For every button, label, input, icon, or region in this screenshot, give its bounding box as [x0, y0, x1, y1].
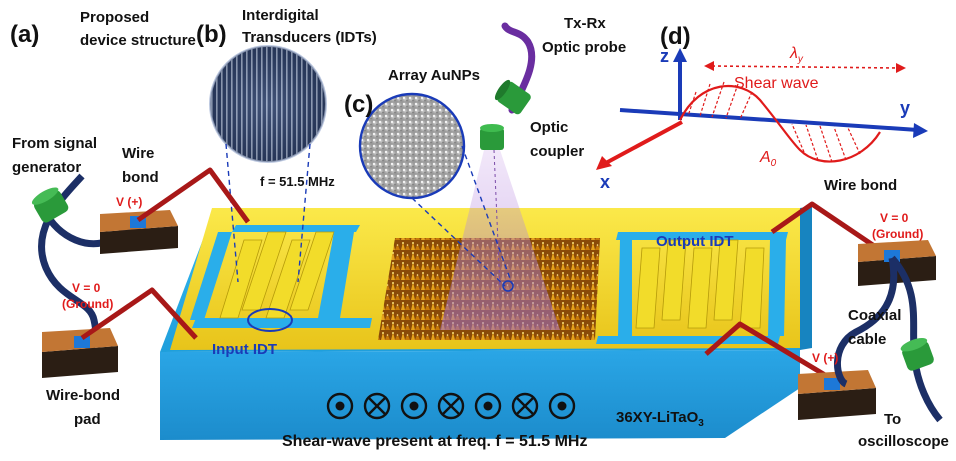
amplitude-label: A0 [759, 149, 777, 169]
y-axis-label: y [900, 98, 910, 118]
panel-d-label: (d) [660, 23, 691, 50]
wavelength-label: λy [789, 45, 804, 65]
left-wiring [31, 167, 251, 378]
from-signal-label-1: From signal [12, 135, 97, 152]
output-idt-fingers [618, 239, 786, 336]
v-zero-left-label-1: V = 0 [72, 281, 101, 295]
shear-wave-title: Shear wave [734, 75, 819, 92]
array-aunps-label: Array AuNPs [388, 67, 480, 84]
field-symbols [326, 392, 576, 420]
optic-probe [440, 22, 560, 330]
coaxial-label-2: cable [848, 331, 886, 348]
labels: (a) Proposed device structure (b) Interd… [10, 7, 949, 450]
field-out-symbol [548, 392, 576, 420]
panel-c-label: (c) [344, 91, 373, 118]
v-zero-left-label-2: (Ground) [62, 297, 113, 311]
field-in-symbol [363, 392, 391, 420]
y-axis [619, 108, 919, 132]
v-zero-right-label-2: (Ground) [872, 227, 923, 241]
field-in-symbol [511, 392, 539, 420]
panel-a-label: (a) [10, 21, 39, 48]
field-out-symbol [474, 392, 502, 420]
coaxial-label-1: Coaxial [848, 307, 901, 324]
field-out-symbol [326, 392, 354, 420]
panel-b-label: (b) [196, 21, 227, 48]
input-idt-label: Input IDT [212, 341, 277, 358]
coupler-label-2: coupler [530, 143, 584, 160]
wire-bond-pad-label-1: Wire-bond [46, 387, 120, 404]
probe-label-1: Tx-Rx [564, 15, 606, 32]
shear-present-label: Shear-wave present at freq. f = 51.5 MHz [282, 433, 587, 450]
from-signal-label-2: generator [12, 159, 81, 176]
right-wiring [704, 201, 943, 423]
wire-bond-pad-label-2: pad [74, 411, 101, 428]
idt-micrograph-inset [209, 45, 327, 332]
aunp-sem-inset [358, 92, 514, 292]
output-idt-label: Output IDT [656, 233, 733, 250]
shear-wave-diagram [596, 48, 928, 170]
z-axis-label: z [660, 46, 669, 66]
proposed-structure-label-1: Proposed [80, 9, 149, 26]
wire-bond-left-label-1: Wire [122, 145, 154, 162]
to-osc-label-2: oscilloscope [858, 433, 949, 450]
input-idt-fingers [190, 231, 354, 320]
x-axis [603, 120, 683, 166]
to-osc-label-1: To [884, 411, 901, 428]
proposed-structure-label-2: device structure [80, 32, 196, 49]
field-in-symbol [437, 392, 465, 420]
wire-bond-right-label: Wire bond [824, 177, 897, 194]
idt-frequency-label: f = 51.5 MHz [260, 174, 335, 189]
probe-label-2: Optic probe [542, 39, 626, 56]
coupler-label-1: Optic [530, 119, 568, 136]
idt-label-1: Interdigital [242, 7, 319, 24]
idt-label-2: Transducers (IDTs) [242, 29, 377, 46]
v-zero-right-label-1: V = 0 [880, 211, 909, 225]
x-axis-label: x [600, 172, 610, 192]
v-plus-right-label: V (+) [812, 351, 838, 365]
field-out-symbol [400, 392, 428, 420]
substrate-label: 36XY-LiTaO3 [616, 409, 704, 429]
wire-bond-left-label-2: bond [122, 169, 159, 186]
v-plus-left-label: V (+) [116, 195, 142, 209]
